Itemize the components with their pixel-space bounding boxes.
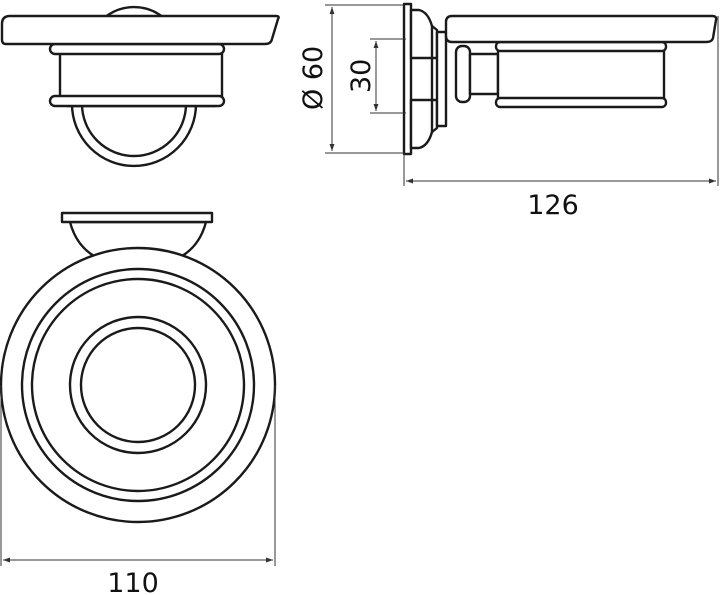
front-view-ring-4	[68, 315, 208, 455]
side-view-collar	[454, 44, 472, 104]
dimension-depth: 126	[403, 16, 719, 221]
depth-label: 126	[527, 190, 579, 221]
dimension-mount-height: 30	[346, 38, 406, 114]
top-view-dish	[0, 14, 280, 46]
side-view-base-body	[435, 30, 448, 128]
mount-height-label: 30	[346, 59, 377, 93]
top-view	[0, 5, 280, 168]
width-label: 110	[107, 568, 159, 595]
top-view-plate-outer	[70, 102, 198, 168]
top-view-lower-rim	[48, 94, 226, 108]
front-view-ring-5	[79, 326, 197, 444]
diameter-label: Ø 60	[298, 46, 329, 110]
side-view-wall-plate	[402, 2, 413, 156]
front-view-ring-3	[30, 277, 246, 493]
top-view-plate-inner	[80, 102, 188, 158]
side-view-arm	[468, 52, 500, 96]
front-view-outer-ring	[0, 246, 277, 524]
front-view	[0, 211, 277, 524]
side-view-cup	[496, 46, 666, 104]
dimension-width: 110	[0, 385, 276, 595]
front-view-dish	[60, 211, 214, 224]
side-view	[402, 2, 718, 156]
front-view-ring-2	[20, 267, 256, 503]
side-view-cup-upper-rim	[494, 40, 668, 53]
top-view-upper-rim	[48, 42, 226, 56]
side-view-dish	[444, 14, 718, 44]
dimension-diameter: Ø 60	[298, 4, 404, 154]
side-view-cup-lower-rim	[494, 96, 668, 109]
